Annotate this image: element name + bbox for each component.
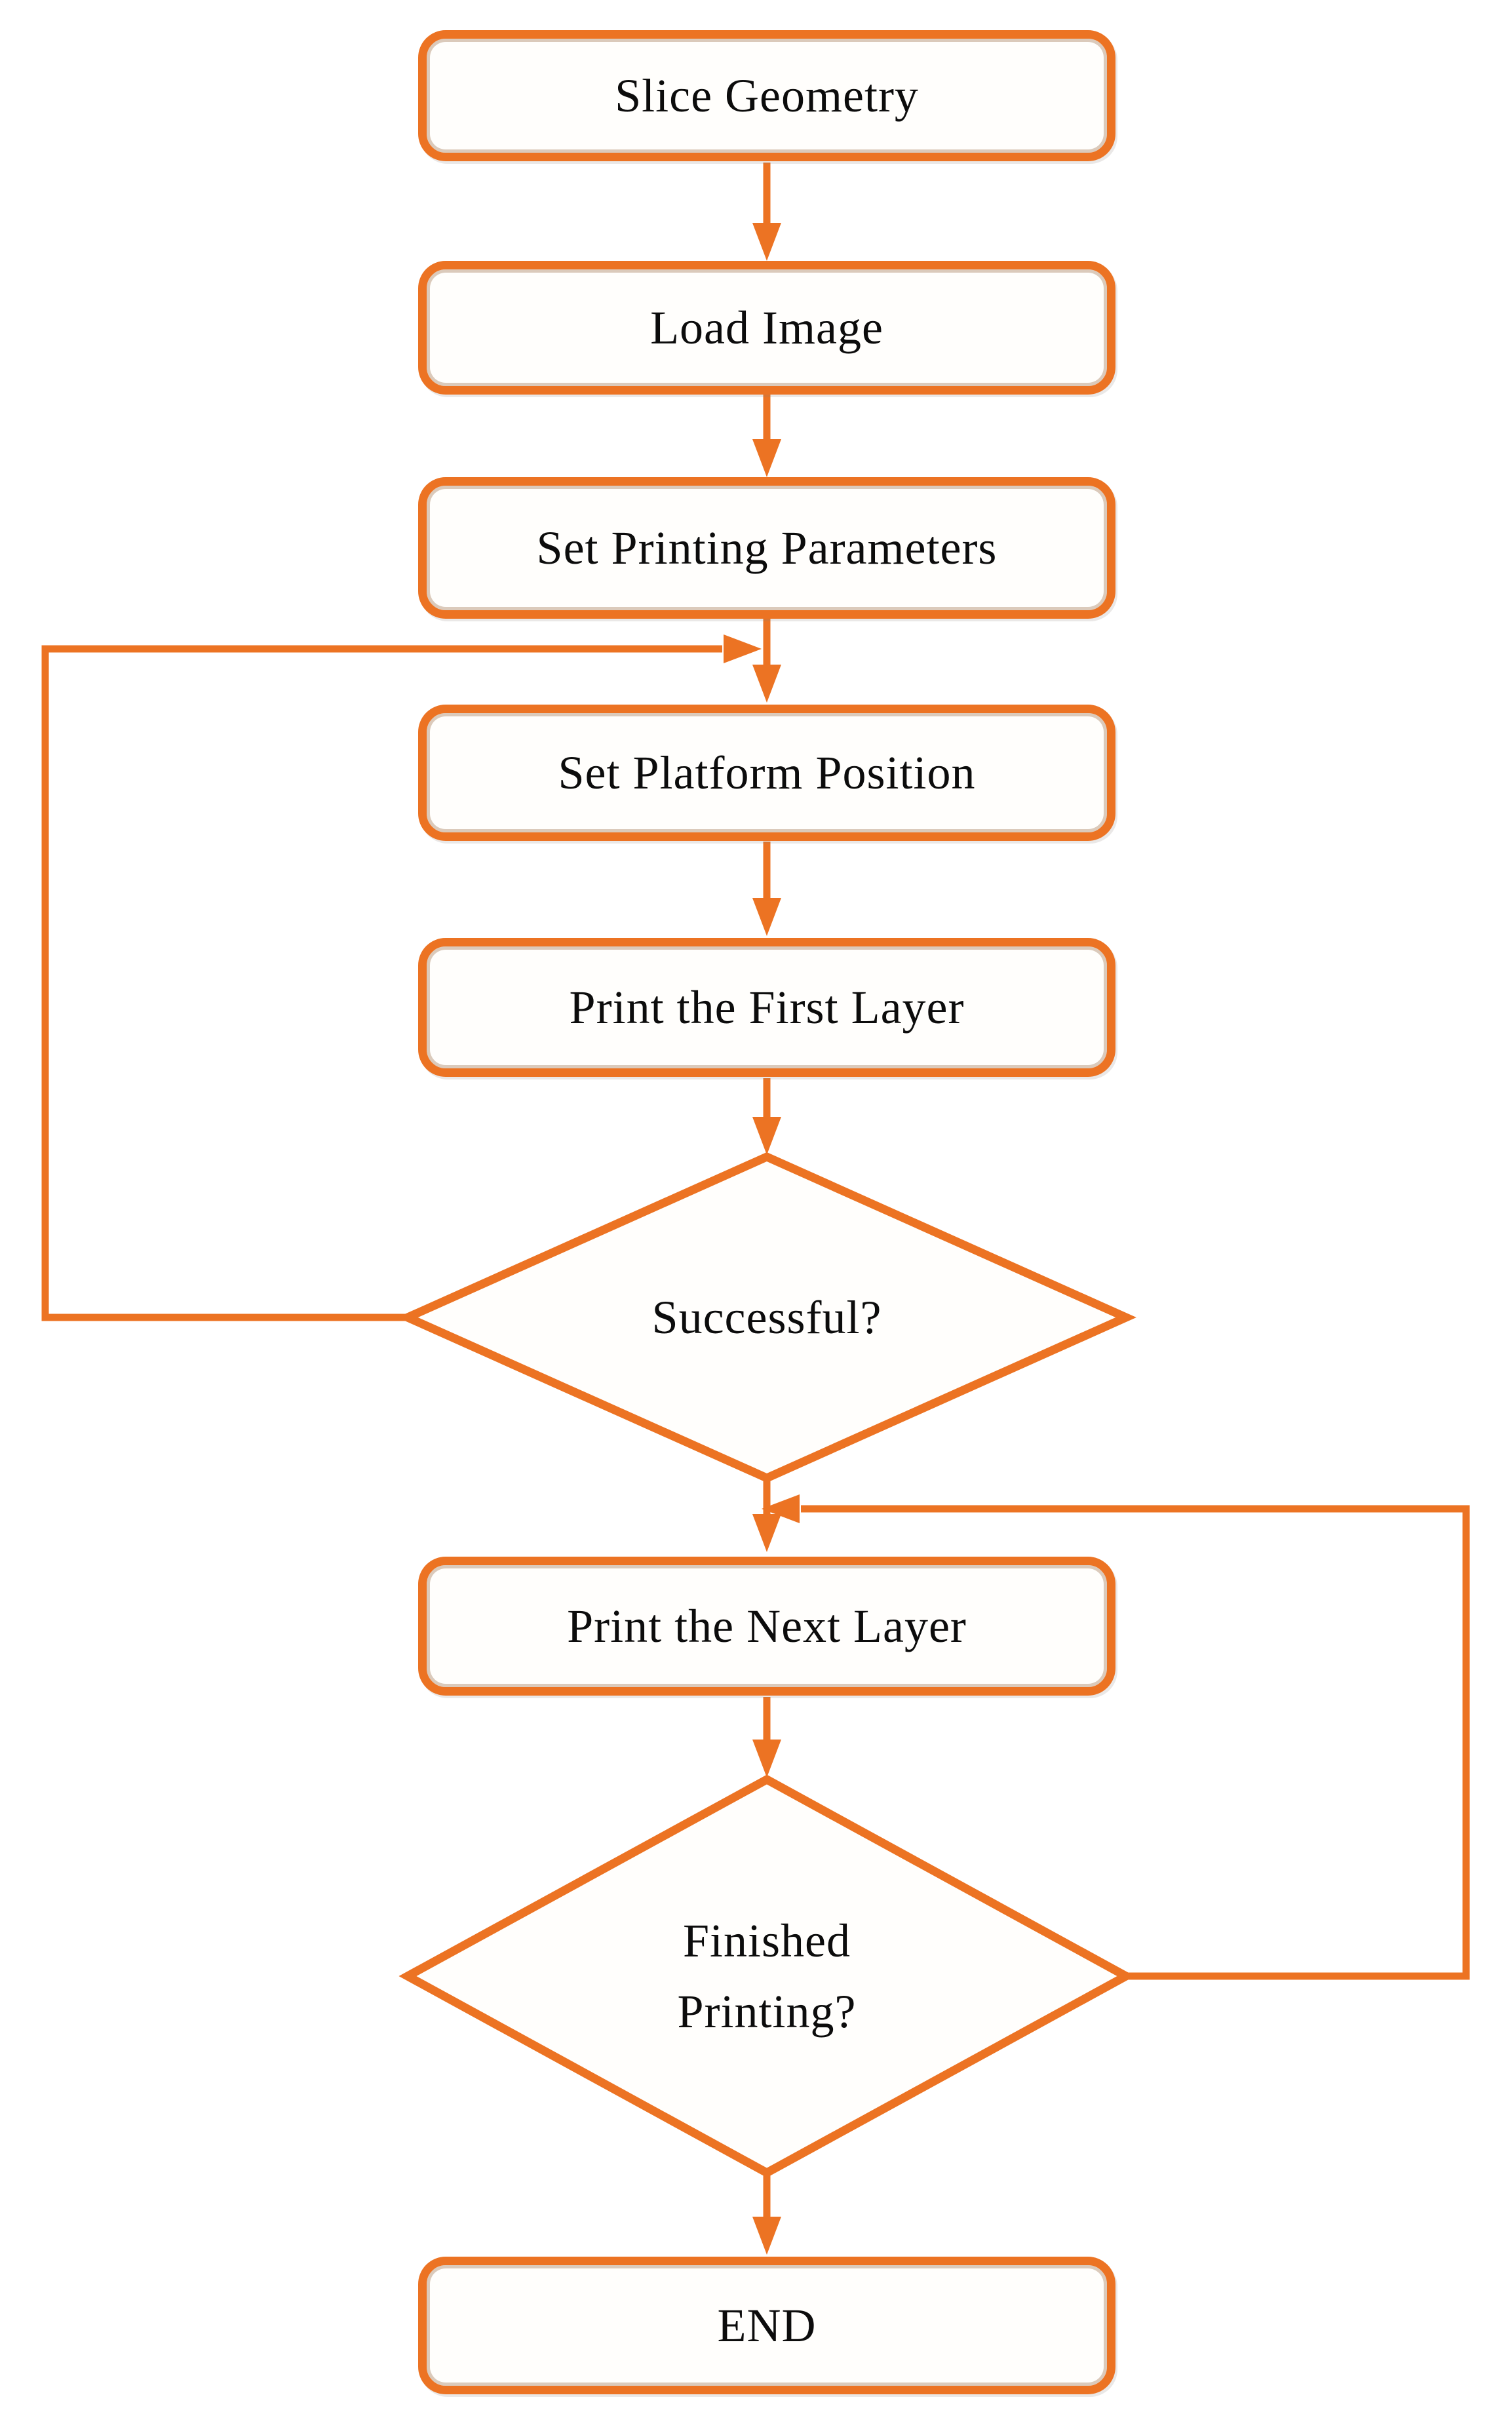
node-set-printing-parameters: Set Printing Parameters — [418, 477, 1115, 619]
edge-nextlayer-to-finished-arrowhead — [752, 1740, 781, 1778]
node-set-printing-parameters-label: Set Printing Parameters — [536, 521, 998, 574]
node-print-next-layer: Print the Next Layer — [418, 1557, 1115, 1696]
node-print-first-layer-label: Print the First Layer — [569, 981, 965, 1034]
node-slice-geometry-label: Slice Geometry — [615, 69, 919, 122]
decision-finished-printing-label: Finished Printing? — [677, 1915, 857, 2038]
edge-firstlayer-to-successful-arrowhead — [752, 1117, 781, 1155]
node-set-platform-position-label: Set Platform Position — [558, 746, 976, 799]
feedback-left-loop-line — [41, 645, 722, 1321]
node-end-label: END — [717, 2299, 817, 2352]
node-print-first-layer: Print the First Layer — [418, 938, 1115, 1077]
feedback-right-loop-line — [801, 1505, 1470, 1980]
edge-params-to-platform-arrowhead — [752, 665, 781, 703]
edge-finished-to-end-arrowhead — [752, 2217, 781, 2255]
feedback-left-loop-arrowhead — [724, 634, 762, 663]
decision-successful-label: Successful? — [651, 1291, 882, 1344]
node-end: END — [418, 2257, 1115, 2394]
node-print-next-layer-label: Print the Next Layer — [567, 1599, 967, 1652]
node-set-platform-position: Set Platform Position — [418, 705, 1115, 841]
node-load-image: Load Image — [418, 261, 1115, 395]
node-load-image-label: Load Image — [650, 301, 883, 354]
edge-slice-to-load-arrowhead — [752, 223, 781, 261]
edge-platform-to-firstlayer-arrowhead — [752, 898, 781, 936]
decision-successful-shape — [397, 1152, 1136, 1483]
edge-successful-to-nextlayer-arrowhead — [752, 1514, 781, 1552]
edge-load-to-params-arrowhead — [752, 439, 781, 477]
node-slice-geometry: Slice Geometry — [418, 30, 1115, 161]
decision-finished-printing-shape — [398, 1774, 1135, 2178]
feedback-right-loop-arrowhead — [762, 1494, 800, 1523]
